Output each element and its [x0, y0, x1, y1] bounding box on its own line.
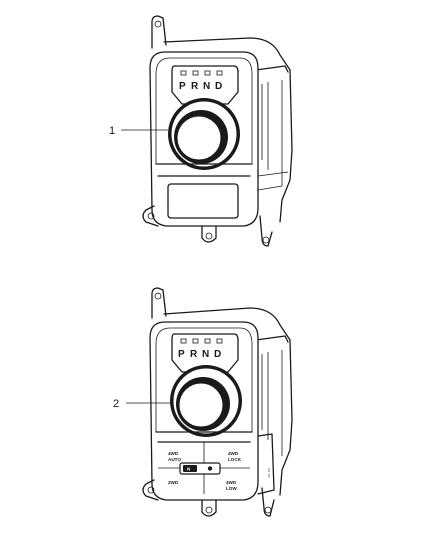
4wd-auto-label-bottom: AUTO [168, 457, 181, 462]
svg-text:▭ ▭: ▭ ▭ [267, 468, 272, 479]
4wd-auto-label-top: 4WD [168, 451, 179, 456]
gear-n-label-2: N [202, 349, 209, 360]
callout-2: 2 [113, 398, 119, 410]
gear-d-label-2: D [214, 349, 221, 360]
rotary-knob-1 [176, 115, 222, 161]
4wd-lock-label-top: 4WD [228, 451, 239, 456]
gear-r-label-1: R [191, 81, 199, 92]
gear-r-label-2: R [190, 349, 198, 360]
rotary-knob-2 [178, 382, 224, 428]
4wd-low-label-bottom: LOW [226, 486, 237, 491]
neutral-label: N [187, 467, 191, 472]
2wd-label: 2WD [168, 480, 179, 485]
gear-p-label-2: P [178, 349, 185, 360]
4wd-low-label-top: 4WD [226, 480, 237, 485]
shifter-assembly-1: P R N D 1 [109, 15, 293, 247]
blank-switch-panel [167, 183, 239, 219]
gear-d-label-1: D [215, 81, 222, 92]
shifter-assembly-2: ▭ ▭ P R N D 4WD AUTO 4WD LOCK 2WD 4WD LO… [113, 287, 293, 517]
4wd-lock-label-bottom: LOCK [228, 457, 242, 462]
callout-1: 1 [109, 125, 115, 137]
gear-p-label-1: P [179, 81, 186, 92]
gear-n-label-1: N [203, 81, 210, 92]
